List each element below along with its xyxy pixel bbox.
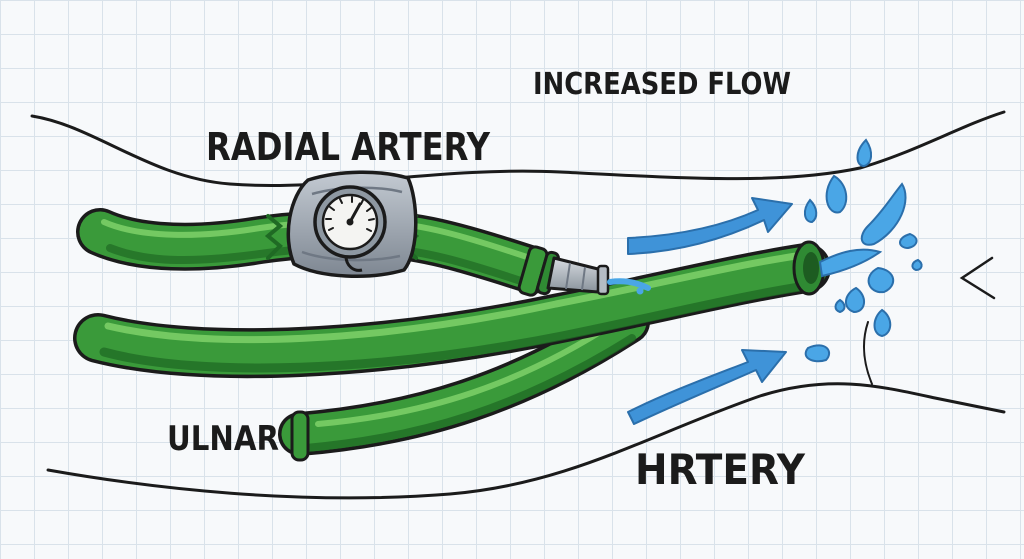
gauge-pivot [346, 218, 354, 226]
label-radial-artery: RADIAL ARTERY [206, 125, 490, 169]
arm-outline-crease [862, 321, 873, 385]
gauge-ticks [325, 196, 375, 232]
water-drop-icon [856, 138, 872, 168]
water-drop-icon [911, 258, 923, 272]
water-drop-icon [860, 182, 907, 246]
nozzle-rib-2 [581, 266, 586, 291]
ulnar-branch-highlight [315, 319, 619, 427]
nozzle-trickle-drop [636, 287, 644, 295]
pressure-gauge-icon [313, 185, 387, 272]
arm-outline-top [30, 110, 1006, 188]
water-drop-icon [825, 174, 848, 214]
flow-arrow-icon [627, 197, 793, 255]
clamp-band-lower-edge [301, 250, 401, 262]
label-increased-flow: INCREASED FLOW [533, 67, 791, 102]
main-artery-body [76, 246, 828, 375]
main-artery-lumen [803, 252, 819, 284]
main-artery-vessel [73, 240, 831, 462]
label-ulnar: ULNAR [167, 419, 279, 459]
water-splash [804, 138, 923, 363]
arm-outline [30, 110, 1006, 500]
nozzle-rib [565, 262, 571, 290]
ulnar-branch-shadow [302, 334, 636, 452]
gauge-stem [344, 255, 363, 272]
water-drop-icon [845, 286, 865, 314]
main-artery-shadow [99, 281, 811, 373]
nozzle-tip [596, 264, 610, 296]
radial-nozzle [546, 256, 604, 294]
water-drop-icon [834, 298, 846, 314]
ulnar-branch-body [281, 303, 647, 453]
flow-arrow-icon [627, 349, 787, 425]
arm-outline-bottom [46, 382, 1006, 500]
clamp-crimp-left [264, 214, 284, 260]
arm-outline-tip [959, 256, 996, 300]
water-drop-icon [804, 198, 818, 224]
flow-arrows [627, 197, 793, 425]
main-artery-highlight [104, 252, 800, 344]
label-artery: HRTERY [635, 445, 806, 494]
clamp-icon [264, 170, 420, 278]
ulnar-end-ring [290, 410, 310, 462]
water-drop-icon [873, 308, 892, 338]
water-drop-icon [804, 344, 831, 363]
water-drop-icon [899, 232, 918, 250]
water-drop-icon [867, 266, 894, 294]
nozzle-trickle [607, 278, 651, 291]
water-jet [818, 248, 883, 278]
